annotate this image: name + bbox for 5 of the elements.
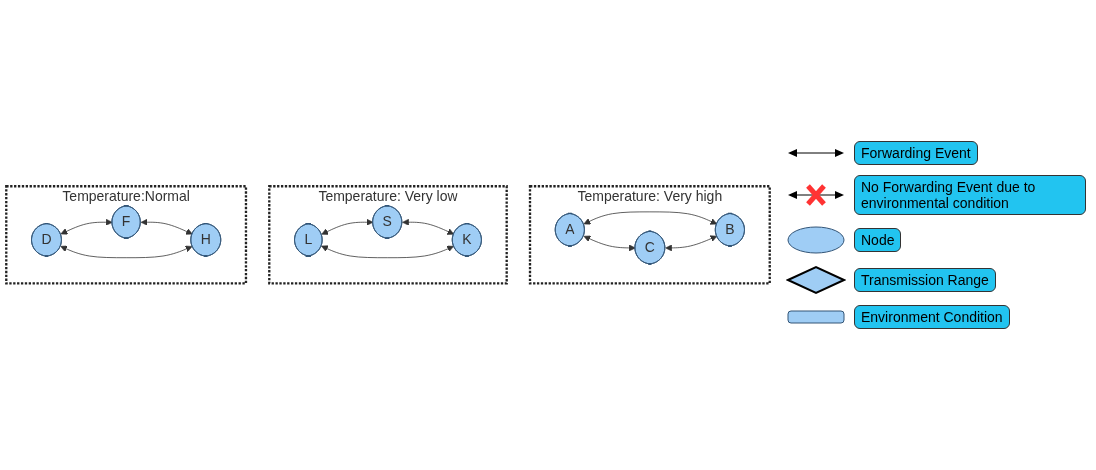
- legend-text: Transmission Range: [854, 268, 996, 292]
- legend-text: Environment Condition: [854, 305, 1010, 329]
- legend-text: Forwarding Event: [854, 141, 978, 165]
- legend-text: Node: [854, 228, 902, 252]
- legend-text: No Forwarding Event due to environmental condition: [854, 175, 1086, 215]
